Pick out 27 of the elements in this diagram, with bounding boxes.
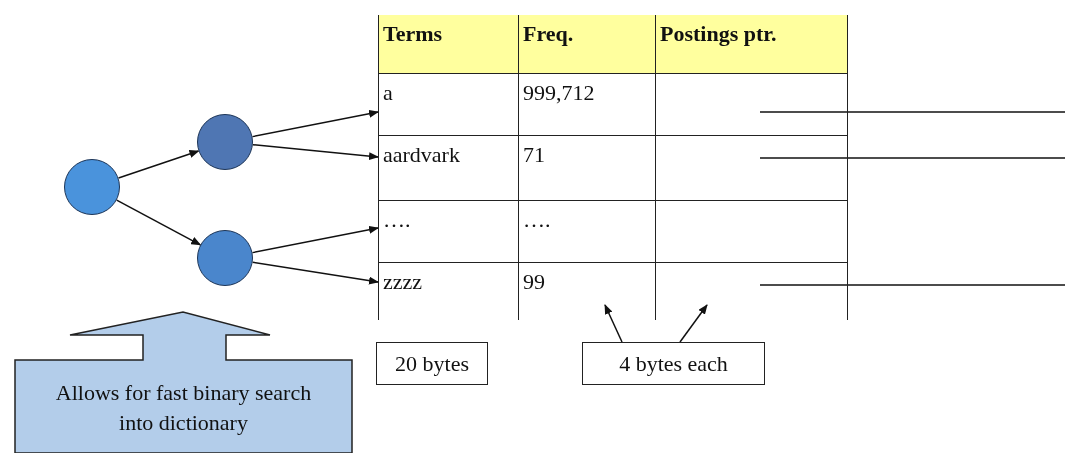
arrow <box>251 261 379 285</box>
term-cell: aardvark <box>378 135 518 200</box>
frequency-cell: 71 <box>518 135 655 200</box>
size-note-box: 20 bytes <box>376 342 488 385</box>
column-header: Postings ptr. <box>655 15 848 73</box>
arrow <box>604 304 623 343</box>
term-cell: …. <box>378 200 518 262</box>
callout-arrow-box <box>15 312 352 453</box>
tree-node-circle <box>197 114 253 170</box>
table-cell <box>655 135 848 200</box>
arrow <box>251 109 379 138</box>
arrow <box>251 225 379 254</box>
size-note-box: 4 bytes each <box>582 342 765 385</box>
frequency-cell: 999,712 <box>518 73 655 135</box>
tree-node-circle <box>64 159 120 215</box>
arrow <box>679 304 708 343</box>
column-header: Freq. <box>518 15 655 73</box>
arrow <box>117 150 200 179</box>
callout-text: Allows for fast binary search into dictionary <box>54 379 313 437</box>
tree-node-circle <box>197 230 253 286</box>
frequency-cell: 99 <box>518 262 655 320</box>
term-cell: zzzz <box>378 262 518 320</box>
table-cell <box>655 262 848 320</box>
frequency-cell: …. <box>518 200 655 262</box>
column-header: Terms <box>378 15 518 73</box>
arrow <box>252 144 379 161</box>
arrow <box>115 199 202 246</box>
